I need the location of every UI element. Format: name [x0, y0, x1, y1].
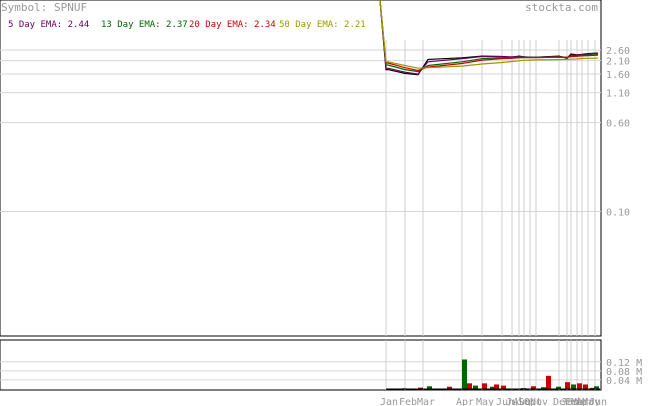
volume-bar: [427, 386, 432, 389]
x-tick-label: Feb: [399, 397, 417, 406]
volume-bar: [590, 387, 595, 389]
volume-bar: [501, 385, 506, 389]
volume-bars: [386, 359, 600, 390]
volume-bar: [565, 382, 570, 389]
volume-bar: [482, 383, 487, 389]
x-tick-label: Mar: [417, 397, 435, 406]
y-tick-label: 0.10: [606, 207, 630, 218]
y-tick-label: 1.10: [606, 89, 630, 100]
legend-item: 20 Day EMA: 2.34: [189, 20, 276, 30]
volume-bar: [462, 359, 467, 389]
x-tick-label: Sep: [518, 397, 536, 406]
x-tick-label: Nov: [530, 397, 548, 406]
site-label: stockta.com: [525, 1, 598, 14]
x-tick-label: Jun: [496, 397, 514, 406]
volume-tick-label: 0.12 M: [606, 358, 642, 369]
series-line: [379, 0, 599, 72]
y-tick-label: 2.10: [606, 57, 630, 68]
x-tick-label: Apr: [576, 397, 594, 406]
x-tick-label: Aug: [513, 397, 531, 406]
series-line: [379, 0, 599, 69]
volume-bar: [473, 385, 478, 389]
y-tick-label: 1.60: [606, 70, 630, 81]
x-tick-label: May: [476, 397, 494, 406]
price-lines: [379, 0, 599, 76]
x-tick-label: Oct: [524, 397, 542, 406]
x-tick-label: Jan: [561, 397, 579, 406]
volume-bar: [418, 387, 423, 389]
x-tick-label: Apr: [456, 397, 474, 406]
symbol-label: Symbol: SPNUF: [1, 1, 87, 14]
y-tick-label: 0.60: [606, 119, 630, 130]
volume-bar: [594, 386, 599, 389]
grid: [0, 49, 601, 381]
x-tick-label: Jun: [589, 397, 607, 406]
volume-panel-frame: [0, 339, 602, 391]
volume-axis-labels: 0.12 M0.08 M0.04 M: [606, 358, 642, 387]
volume-bar: [577, 383, 582, 389]
vertical-grid: [385, 40, 596, 390]
volume-bar: [494, 384, 499, 389]
legend-item: 13 Day EMA: 2.37: [101, 20, 188, 30]
x-tick-label: Feb: [565, 397, 583, 406]
volume-bar: [546, 375, 551, 389]
y-tick-label: 2.60: [606, 46, 630, 57]
volume-bar: [467, 383, 472, 389]
price-panel-frame: [0, 0, 602, 337]
volume-bar: [583, 384, 588, 389]
x-tick-label: Mar: [571, 397, 589, 406]
volume-bar: [490, 386, 495, 389]
x-tick-label: Dec: [553, 397, 571, 406]
volume-bar: [571, 384, 576, 389]
x-tick-label: Jul: [506, 397, 524, 406]
volume-bar: [541, 387, 546, 389]
legend-item: 50 Day EMA: 2.21: [279, 20, 366, 30]
legend-item: 5 Day EMA: 2.44: [8, 20, 89, 30]
x-tick-label: Jan: [380, 397, 398, 406]
x-tick-label: May: [582, 397, 600, 406]
volume-bar: [447, 386, 452, 389]
volume-tick-label: 0.08 M: [606, 367, 642, 378]
volume-bar: [531, 386, 536, 389]
volume-tick-label: 0.04 M: [606, 376, 642, 387]
y-axis-labels: 2.602.10 1.60 1.10 0.60 0.10: [606, 46, 630, 218]
volume-bar: [556, 386, 561, 389]
series-line: [379, 0, 599, 75]
